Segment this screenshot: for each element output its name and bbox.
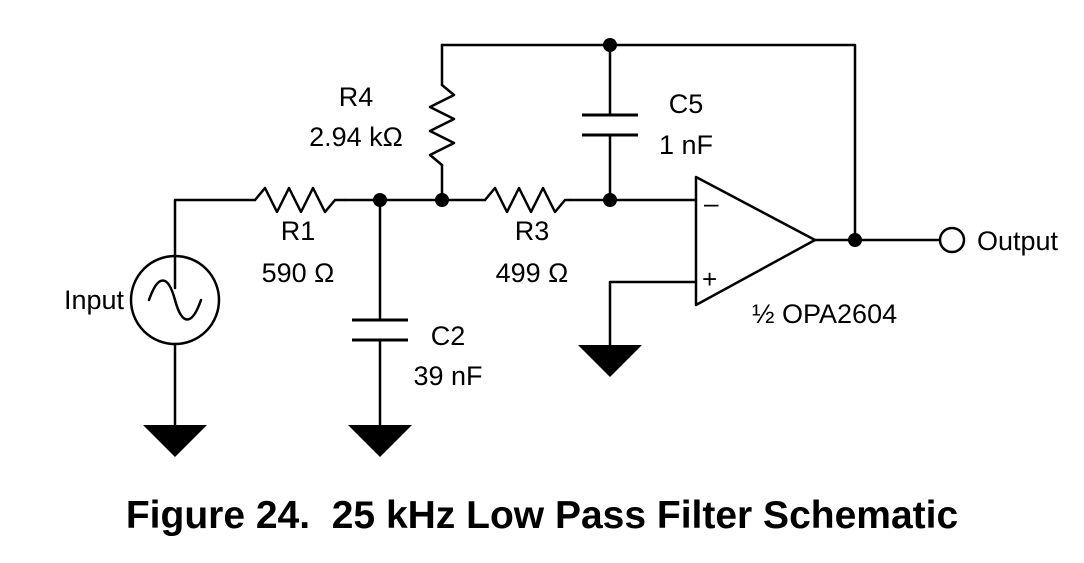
junction-dot <box>848 233 862 247</box>
r3-resistor-symbol <box>483 186 572 214</box>
noninverting-input-sign: + <box>702 264 717 294</box>
ground-icon-noninverting <box>578 345 642 377</box>
c2-value-label: 39 nF <box>413 361 482 391</box>
wire-input-top <box>173 198 257 290</box>
output-terminal-icon <box>938 226 966 254</box>
junction-dot <box>373 193 387 207</box>
r3-value-label: 499 Ω <box>496 258 569 288</box>
c2-name-label: C2 <box>431 321 466 351</box>
inverting-input-sign: – <box>704 188 719 218</box>
r1-resistor-symbol <box>253 186 347 214</box>
output-label: Output <box>977 226 1059 256</box>
r3-name-label: R3 <box>515 216 550 246</box>
r4-name-label: R4 <box>339 82 374 112</box>
junction-dot <box>435 193 449 207</box>
ac-source-icon <box>129 254 221 346</box>
junction-dots <box>373 38 862 247</box>
ground-icon-c2 <box>348 425 412 457</box>
r1-value-label: 590 Ω <box>262 258 335 288</box>
c5-value-label: 1 nF <box>659 130 713 160</box>
c5-name-label: C5 <box>669 89 704 119</box>
r4-resistor-symbol <box>428 83 456 167</box>
wire-feedback-top <box>440 43 857 242</box>
figure-caption: Figure 24. 25 kHz Low Pass Filter Schema… <box>125 494 959 537</box>
opamp-symbol: – + <box>694 175 817 307</box>
ground-icon-input <box>143 425 207 457</box>
opamp-label: ½ OPA2604 <box>752 299 897 329</box>
junction-dot <box>603 38 617 52</box>
c2-capacitor-symbol <box>352 318 408 342</box>
filter-schematic: – + R4 2.94 kΩ C5 1 nF R1 590 Ω R3 499 Ω… <box>64 38 1059 457</box>
r1-name-label: R1 <box>281 216 316 246</box>
wire-noninverting-ground <box>608 280 698 347</box>
junction-dot <box>603 193 617 207</box>
input-label: Input <box>64 285 125 315</box>
r4-value-label: 2.94 kΩ <box>309 122 403 152</box>
c5-capacitor-symbol <box>582 113 638 137</box>
